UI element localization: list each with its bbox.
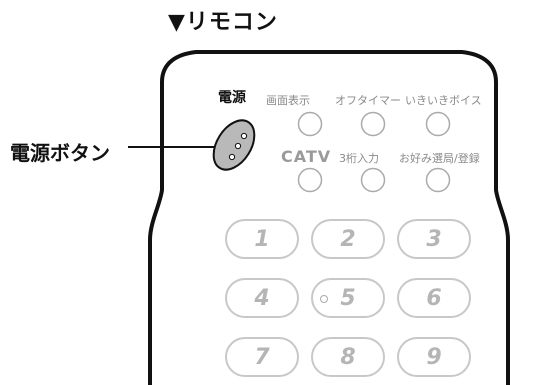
tactile-dot-icon: [320, 295, 328, 303]
number-button-3[interactable]: 3: [397, 219, 471, 259]
screen-display-button: [297, 111, 323, 137]
favorite-button: [425, 167, 451, 193]
favorite-label: お好み選局/登録: [399, 152, 480, 165]
number-button-5[interactable]: 5: [311, 278, 385, 318]
clear-voice-label: いきいきボイス: [405, 94, 482, 107]
number-button-1[interactable]: 1: [225, 219, 299, 259]
number-button-7[interactable]: 7: [225, 337, 299, 377]
number-button-4[interactable]: 4: [225, 278, 299, 318]
off-timer-label: オフタイマー: [335, 94, 401, 107]
power-button-callout: 電源ボタン: [10, 141, 110, 165]
screen-display-label: 画面表示: [266, 94, 310, 107]
off-timer-button: [360, 111, 386, 137]
number-button-6[interactable]: 6: [397, 278, 471, 318]
section-title: ▼リモコン: [168, 10, 278, 35]
clear-voice-button: [425, 111, 451, 137]
catv-label: CATV: [281, 147, 332, 166]
power-button: [212, 119, 256, 171]
three-digit-label: 3桁入力: [339, 152, 379, 165]
catv-button: [297, 167, 323, 193]
three-digit-button: [360, 167, 386, 193]
power-label: 電源: [218, 90, 246, 106]
number-button-2[interactable]: 2: [311, 219, 385, 259]
number-button-8[interactable]: 8: [311, 337, 385, 377]
number-button-9[interactable]: 9: [397, 337, 471, 377]
